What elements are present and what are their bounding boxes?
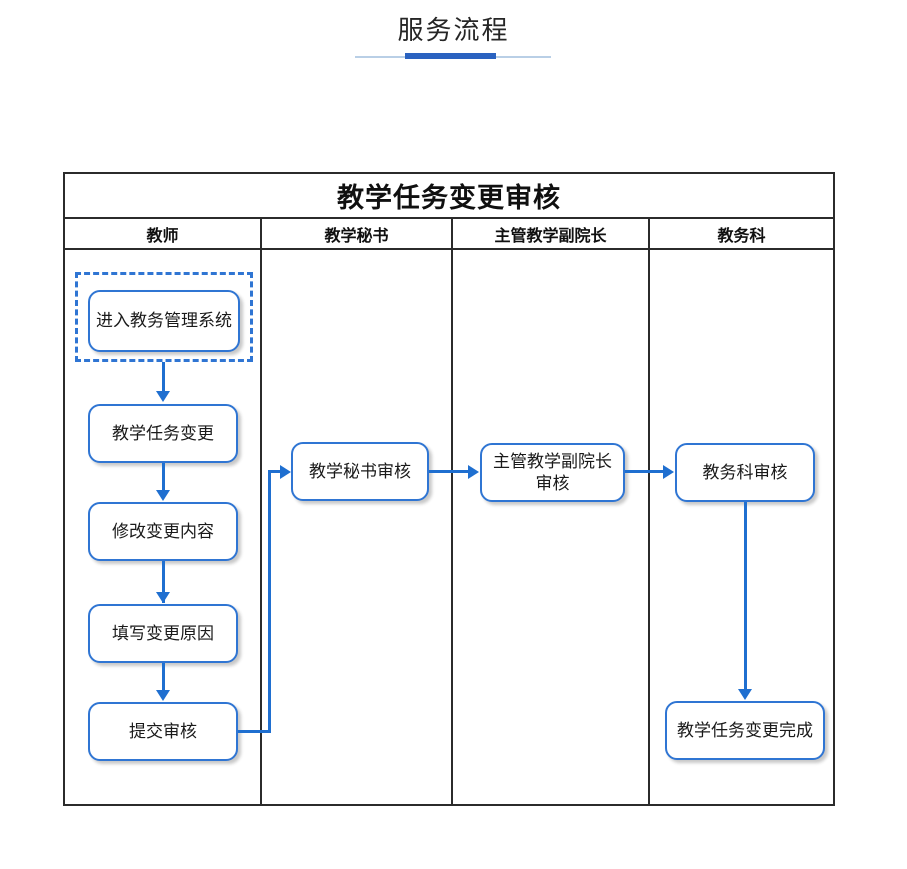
lane-header-teacher: 教师 bbox=[65, 219, 260, 248]
lane-header-secretary: 教学秘书 bbox=[260, 219, 451, 248]
lane-header-label: 教学秘书 bbox=[324, 225, 389, 245]
node-submit-review[interactable]: 提交审核 bbox=[88, 702, 238, 761]
node-secretary-review[interactable]: 教学秘书审核 bbox=[291, 442, 429, 501]
lane-header-label: 教师 bbox=[146, 225, 179, 245]
lane-header-label: 主管教学副院长 bbox=[494, 225, 607, 245]
lane-body-academic-affairs bbox=[648, 250, 833, 804]
node-vice-dean-review[interactable]: 主管教学副院长 审核 bbox=[480, 443, 625, 502]
lane-header-label: 教务科 bbox=[717, 225, 766, 245]
lane-header-vice-dean: 主管教学副院长 bbox=[451, 219, 648, 248]
lane-body-vice-dean bbox=[451, 250, 648, 804]
lane-header-academic-affairs: 教务科 bbox=[648, 219, 833, 248]
node-academic-affairs-review[interactable]: 教务科审核 bbox=[675, 443, 815, 502]
flowchart-title-row: 教学任务变更审核 bbox=[65, 174, 833, 219]
lane-header-row: 教师 教学秘书 主管教学副院长 教务科 bbox=[65, 219, 833, 250]
flowchart-title: 教学任务变更审核 bbox=[337, 183, 561, 214]
page-title-container: 服务流程 bbox=[0, 14, 907, 48]
lane-body-row bbox=[65, 250, 833, 804]
lane-body-secretary bbox=[260, 250, 451, 804]
title-rule-accent bbox=[405, 53, 496, 59]
node-change-complete[interactable]: 教学任务变更完成 bbox=[665, 701, 825, 760]
node-teaching-task-change[interactable]: 教学任务变更 bbox=[88, 404, 238, 463]
flowchart-table: 教学任务变更审核 教师 教学秘书 主管教学副院长 教务科 bbox=[63, 172, 835, 806]
selection-marquee[interactable] bbox=[75, 272, 253, 362]
node-modify-change-content[interactable]: 修改变更内容 bbox=[88, 502, 238, 561]
node-fill-change-reason[interactable]: 填写变更原因 bbox=[88, 604, 238, 663]
page-title: 服务流程 bbox=[397, 16, 510, 46]
node-enter-system[interactable]: 进入教务管理系统 bbox=[88, 290, 240, 352]
